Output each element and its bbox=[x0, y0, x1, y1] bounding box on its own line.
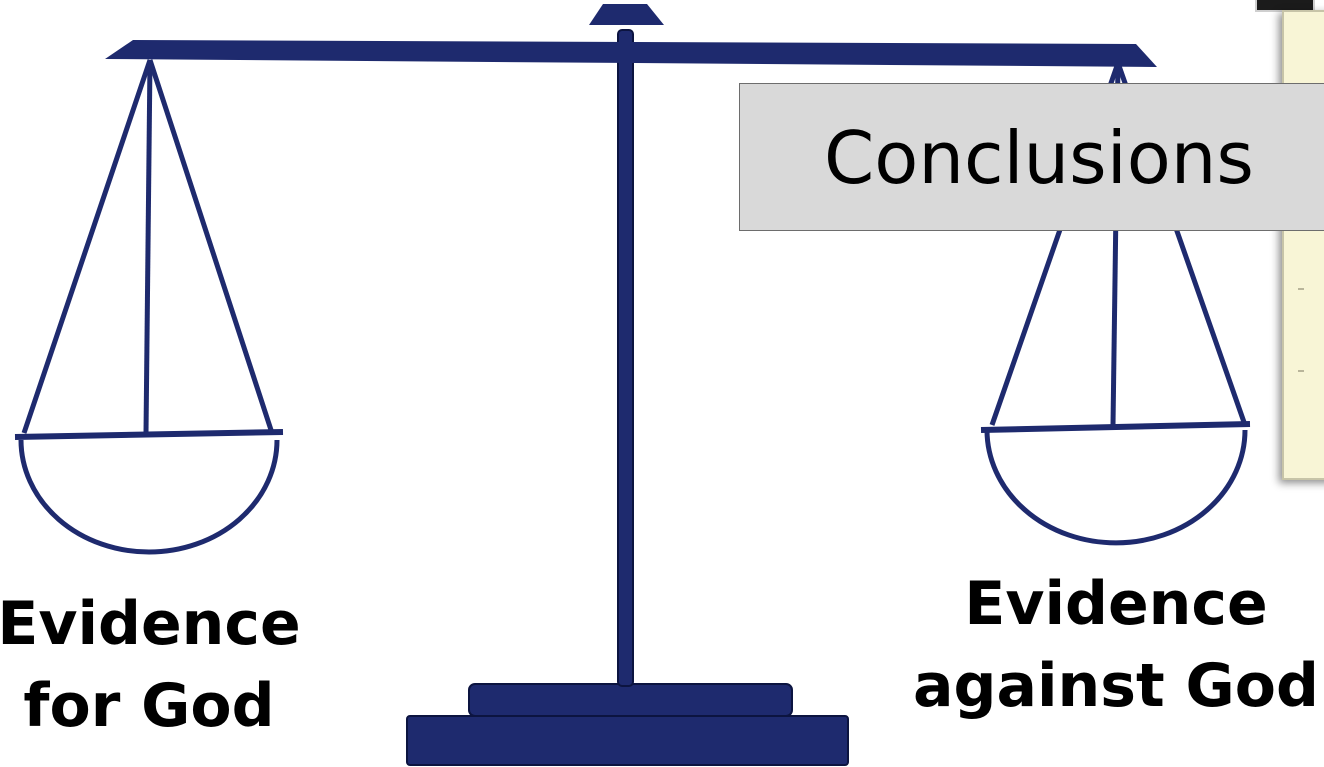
scale-pole bbox=[617, 29, 634, 687]
paper-mark bbox=[1298, 370, 1304, 372]
left-pan bbox=[14, 59, 284, 555]
paper-document bbox=[1282, 10, 1324, 480]
left-pan-label: Evidence for God bbox=[0, 583, 384, 747]
conclusions-box: Conclusions bbox=[739, 83, 1324, 231]
right-pan-label-line1: Evidence bbox=[964, 569, 1268, 639]
scale-top-cap bbox=[589, 4, 664, 25]
left-pan-label-line1: Evidence bbox=[0, 589, 301, 659]
scale-base-lower bbox=[406, 715, 849, 766]
scale-base-upper bbox=[468, 683, 793, 717]
conclusions-label: Conclusions bbox=[824, 116, 1254, 200]
scale-beam bbox=[105, 40, 1157, 67]
paper-mark bbox=[1298, 288, 1304, 290]
left-pan-label-line2: for God bbox=[23, 671, 275, 741]
right-pan-label-line2: against God bbox=[913, 651, 1319, 721]
right-pan-label: Evidence against God bbox=[881, 563, 1324, 727]
